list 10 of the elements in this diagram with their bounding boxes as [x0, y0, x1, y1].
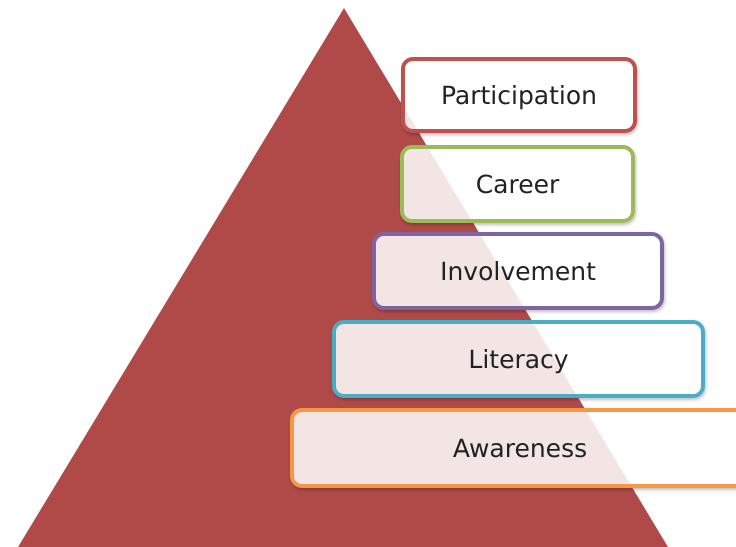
- level-label: Participation: [440, 80, 598, 110]
- level-label: Awareness: [452, 434, 588, 462]
- level-box: [401, 57, 637, 133]
- level-label: Career: [476, 170, 560, 198]
- level-label: Literacy: [468, 344, 569, 374]
- level-box: [332, 320, 705, 398]
- level-label: Involvement: [440, 256, 596, 286]
- level-box: [372, 232, 664, 310]
- level-box: [290, 408, 736, 488]
- level-box: [400, 145, 635, 223]
